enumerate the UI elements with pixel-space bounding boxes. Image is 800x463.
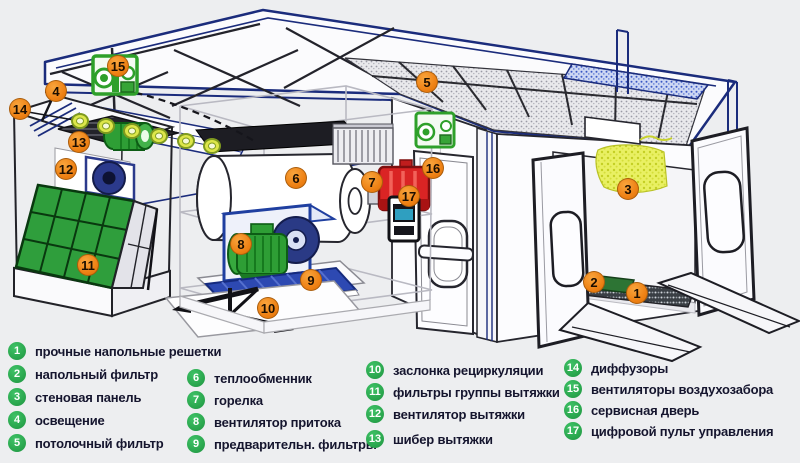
legend-number-badge: 17 (564, 422, 582, 440)
legend-item-label: сервисная дверь (591, 402, 700, 418)
ramps (558, 271, 800, 363)
legend-item: 14 диффузоры (564, 359, 773, 377)
legend-number-badge: 16 (564, 401, 582, 419)
main-door-right (690, 126, 756, 317)
legend-item-label: заслонка рециркуляции (393, 362, 544, 378)
legend-item: 9 предварительн. фильтры (187, 435, 377, 453)
legend-column: 10 заслонка рециркуляции 11 фильтры груп… (366, 361, 560, 452)
legend-column: 14 диффузоры 15 вентиляторы воздухозабор… (564, 359, 774, 443)
legend-item-label: вентиляторы воздухозабора (591, 381, 774, 397)
legend-number-badge: 1 (8, 342, 26, 360)
legend-column: 6 теплообменник 7 горелка 8 вентилятор п… (187, 369, 377, 457)
legend-item-label: теплообменник (214, 370, 312, 386)
legend-item: 2 напольный фильтр (8, 365, 221, 383)
legend-item: 10 заслонка рециркуляции (366, 361, 560, 379)
fascia-window (584, 116, 641, 145)
wall-panel-insulation (595, 144, 668, 194)
legend-item-label: вентилятор вытяжки (393, 406, 525, 422)
legend-item-label: освещение (35, 412, 105, 428)
legend-item: 15 вентиляторы воздухозабора (564, 380, 773, 398)
legend-item: 4 освещение (8, 411, 221, 429)
legend-column: 1 прочные напольные решетки 2 напольный … (8, 342, 221, 457)
legend-item-label: горелка (214, 392, 263, 408)
legend-item-label: вентилятор притока (214, 414, 341, 430)
legend-number-badge: 6 (187, 369, 205, 387)
intake-fan-right (414, 111, 456, 149)
legend-number-badge: 15 (564, 380, 582, 398)
exhaust-filters (14, 183, 159, 291)
legend-item: 13 шибер вытяжки (366, 430, 560, 448)
legend-number-badge: 12 (366, 405, 384, 423)
legend-item: 17 цифровой пульт управления (564, 422, 774, 440)
legend-item: 5 потолочный фильтр (8, 434, 221, 452)
exhaust-fan (84, 155, 136, 202)
booth-cabin (391, 96, 800, 363)
legend-number-badge: 3 (8, 388, 26, 406)
legend-item: 12 вентилятор вытяжки (366, 405, 560, 423)
legend-item: 7 горелка (187, 391, 377, 409)
legend-number-badge: 7 (187, 391, 205, 409)
legend-number-badge: 5 (8, 434, 26, 452)
legend-item-label: предварительн. фильтры (214, 436, 377, 452)
diffusers (71, 113, 221, 154)
legend-number-badge: 13 (366, 430, 384, 448)
legend-number-badge: 11 (366, 383, 384, 401)
legend-number-badge: 4 (8, 411, 26, 429)
legend-item: 6 теплообменник (187, 369, 377, 387)
roof-blue-filter-band (562, 63, 710, 100)
legend-item-label: цифровой пульт управления (591, 423, 774, 439)
legend-item-label: диффузоры (591, 360, 669, 376)
legend-item-label: шибер вытяжки (393, 431, 493, 447)
diffuser-pointer (27, 111, 75, 121)
legend-item: 16 сервисная дверь (564, 401, 773, 419)
legend-number-badge: 8 (187, 413, 205, 431)
legend-item: 8 вентилятор притока (187, 413, 377, 431)
legend-item-label: напольный фильтр (35, 366, 158, 382)
legend-item-label: потолочный фильтр (35, 435, 164, 451)
legend-number-badge: 9 (187, 435, 205, 453)
intake-fan-left (91, 54, 139, 96)
legend-item: 1 прочные напольные решетки (8, 342, 221, 360)
cabin-corner-post (476, 126, 498, 343)
legend-item: 3 стеновая панель (8, 388, 221, 406)
legend-number-badge: 10 (366, 361, 384, 379)
legend-item-label: прочные напольные решетки (35, 343, 222, 359)
legend-item-label: стеновая панель (35, 389, 142, 405)
control-panel (387, 195, 421, 243)
legend-item-label: фильтры группы вытяжки (393, 384, 560, 400)
legend-number-badge: 14 (564, 359, 582, 377)
legend-number-badge: 2 (8, 365, 26, 383)
legend-item: 11 фильтры группы вытяжки (366, 383, 560, 401)
exhaust-unit (10, 95, 181, 318)
